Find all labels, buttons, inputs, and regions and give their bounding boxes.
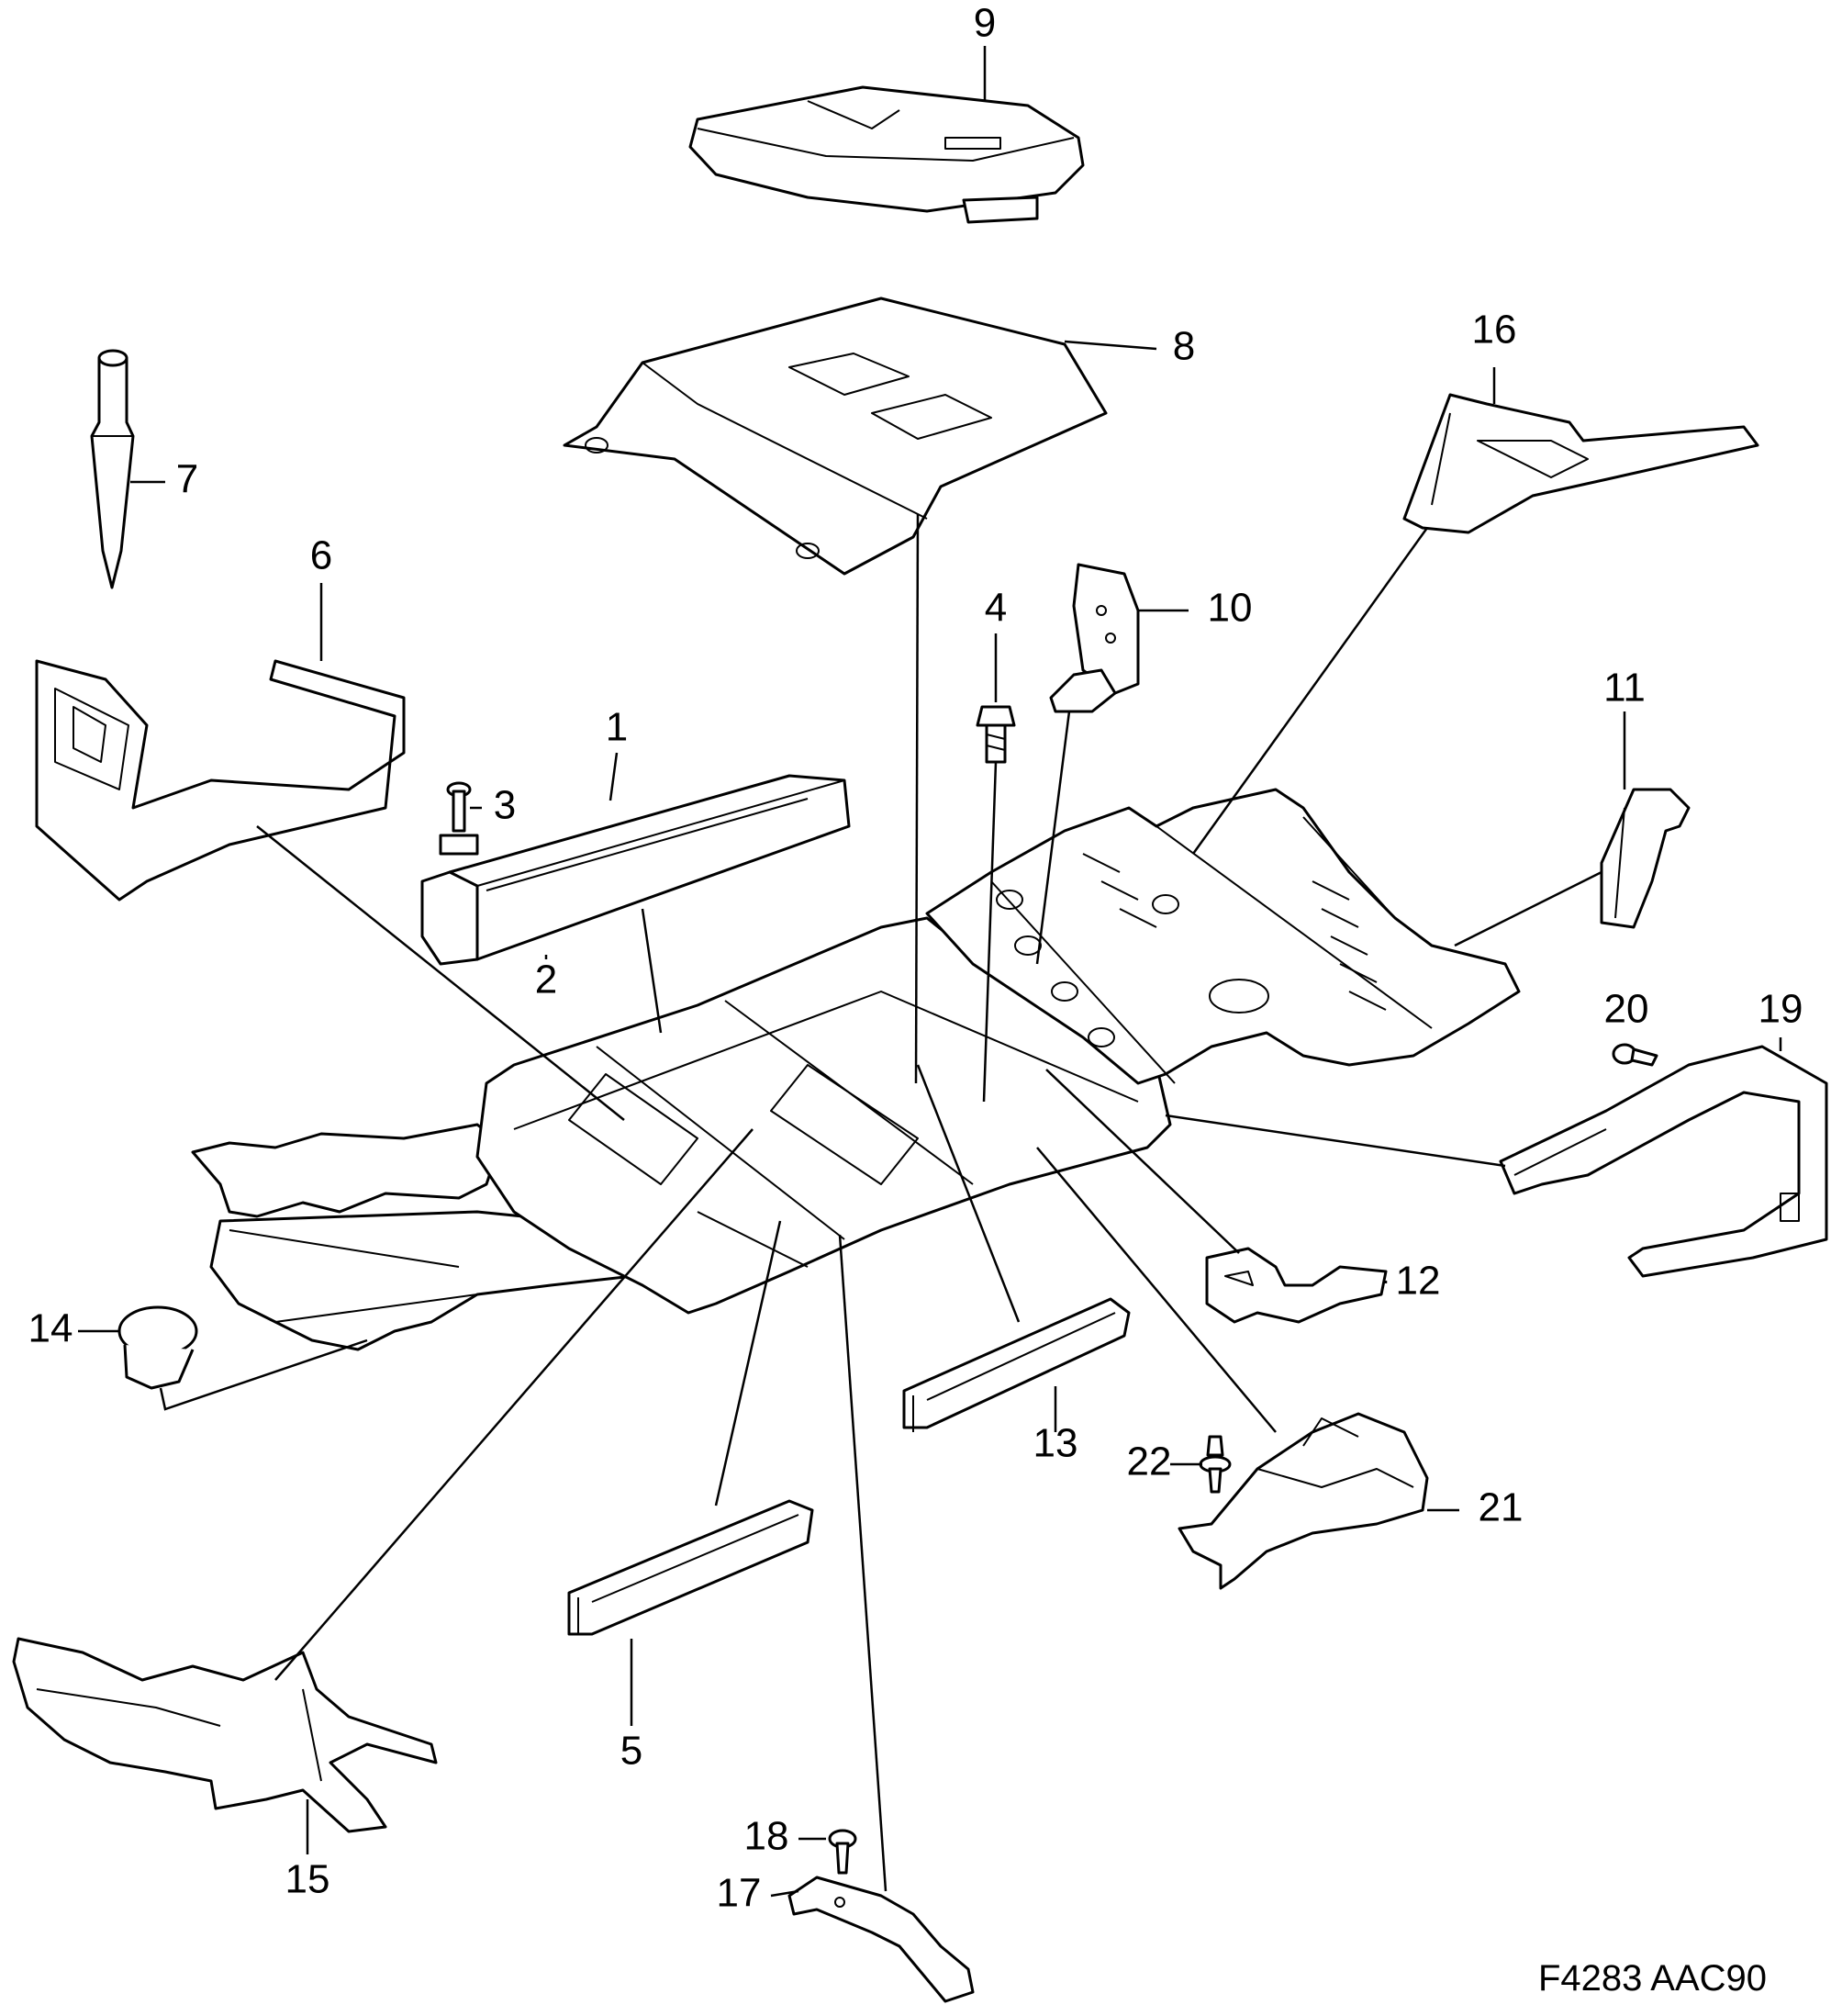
part-12-clip: [1205, 1247, 1388, 1324]
callout-3: 3: [494, 783, 516, 828]
callout-labels: 9 8 7 6 1 3 2 4 10 16 11 20 19 12 13 21 …: [28, 1, 1803, 1916]
callout-2: 2: [535, 958, 557, 1002]
callout-10: 10: [1208, 586, 1253, 631]
part-5-edge-trim: [567, 1499, 814, 1636]
part-7-drift-punch: [90, 349, 135, 589]
part-18-screw: [828, 1829, 857, 1875]
callout-18: 18: [744, 1814, 789, 1859]
part-19-cross-bracket: [1499, 1045, 1828, 1278]
callout-20: 20: [1604, 987, 1649, 1032]
callout-9: 9: [974, 1, 996, 46]
callout-11: 11: [1603, 666, 1646, 711]
floor-pan-assembly: [191, 788, 1521, 1351]
callout-19: 19: [1758, 987, 1803, 1032]
leader-lines: [78, 46, 1782, 1898]
part-22-rivet: [1199, 1435, 1232, 1494]
part-17-bracket: [787, 1876, 975, 2003]
part-14-plug: [117, 1305, 198, 1390]
figure-code: F4283 AAC90: [1538, 1958, 1767, 1999]
callout-16: 16: [1472, 308, 1517, 353]
callout-8: 8: [1173, 324, 1195, 369]
part-20-screw: [1612, 1043, 1658, 1067]
part-3-screw: [439, 781, 479, 856]
callout-5: 5: [620, 1729, 642, 1774]
part-2-bracket: [420, 870, 479, 966]
callout-12: 12: [1396, 1259, 1441, 1304]
part-13-edge-trim: [902, 1297, 1131, 1432]
part-15-crossmember-bracket: [12, 1637, 438, 1833]
callout-15: 15: [285, 1857, 330, 1902]
part-9-console-lid: [688, 85, 1085, 224]
callout-4: 4: [985, 586, 1007, 631]
callout-13: 13: [1033, 1421, 1078, 1466]
part-4-bolt: [976, 705, 1016, 764]
part-16-rear-bracket: [1402, 393, 1759, 534]
callout-6: 6: [310, 533, 332, 578]
part-8-tunnel-cover: [563, 297, 1108, 576]
part-21-arch-bracket: [1178, 1412, 1429, 1590]
callout-17: 17: [717, 1871, 762, 1916]
callout-1: 1: [606, 705, 628, 750]
part-10-hinge-bracket: [1049, 563, 1140, 713]
callout-22: 22: [1127, 1439, 1172, 1484]
callout-7: 7: [176, 457, 198, 502]
callout-21: 21: [1479, 1485, 1524, 1530]
part-11-strap: [1600, 788, 1691, 929]
part-6-bracket-tray: [35, 659, 406, 902]
callout-14: 14: [28, 1306, 73, 1351]
